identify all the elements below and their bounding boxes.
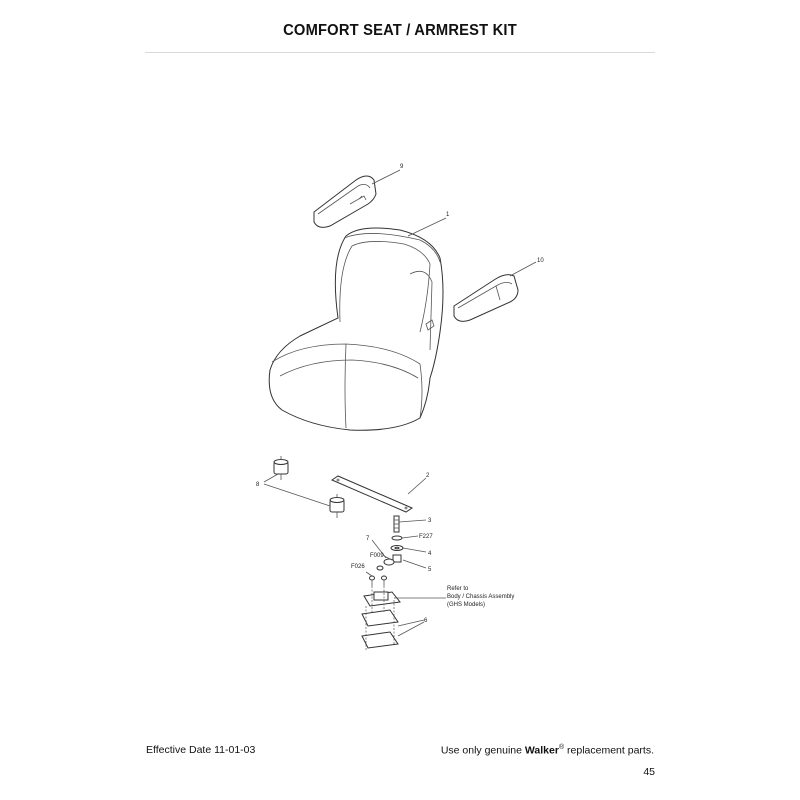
note-line: Body / Chassis Assembly	[447, 594, 514, 600]
armrest-left	[313, 175, 377, 228]
callout-7: 7	[366, 536, 370, 542]
mounting-bar	[330, 475, 414, 513]
callout-5: 5	[428, 567, 432, 573]
callout-1: 1	[446, 212, 450, 218]
callout-F009: F009	[370, 553, 384, 559]
callout-6: 6	[424, 618, 428, 624]
callout-F227: F227	[419, 534, 433, 540]
callout-4: 4	[428, 551, 432, 557]
genuine-parts-notice: Use only genuine Walker® replacement par…	[441, 744, 654, 757]
rubber-isolators	[273, 456, 345, 518]
note-line: Refer to	[447, 586, 469, 592]
notice-suffix: replacement parts.	[564, 744, 654, 757]
note-line: (GHS Models)	[447, 602, 485, 608]
callout-2: 2	[426, 473, 430, 479]
base-plates	[361, 586, 401, 650]
title-divider	[145, 52, 655, 53]
callout-10: 10	[537, 258, 544, 264]
swivel-hardware	[369, 515, 404, 586]
callout-F026: F026	[351, 564, 365, 570]
page-title: COMFORT SEAT / ARMREST KIT	[283, 22, 517, 39]
page-number: 45	[643, 766, 655, 778]
armrest-right	[453, 274, 519, 322]
effective-date: Effective Date 11-01-03	[146, 744, 256, 756]
callout-8: 8	[256, 482, 260, 488]
callout-3: 3	[428, 518, 432, 524]
reference-note: Refer to Body / Chassis Assembly (GHS Mo…	[447, 586, 516, 608]
comfort-seat	[268, 227, 444, 431]
notice-prefix: Use only genuine	[440, 744, 525, 757]
callout-leaders	[263, 169, 537, 637]
registered-mark: ®	[558, 744, 565, 751]
brand-name: Walker	[524, 744, 559, 757]
callout-9: 9	[400, 164, 404, 170]
